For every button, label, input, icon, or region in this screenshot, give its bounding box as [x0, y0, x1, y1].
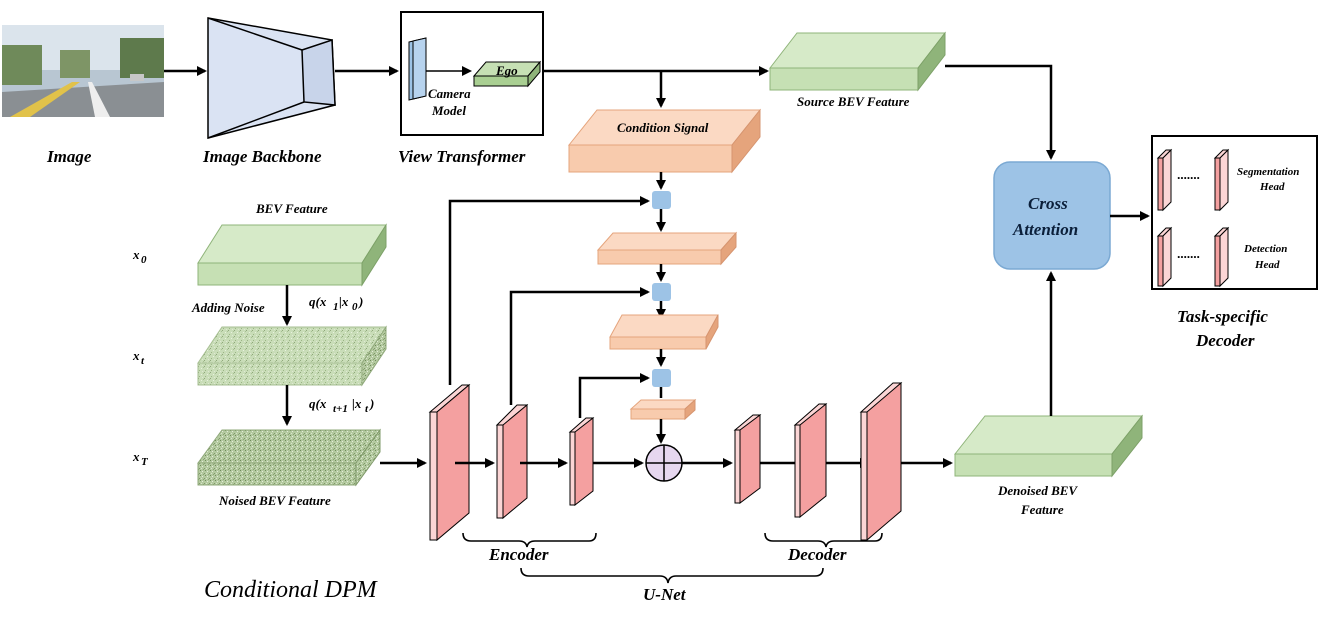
denoised-bev-feature-block — [953, 414, 1144, 478]
segmentation-dots: ······· — [1177, 170, 1200, 185]
unet-label: U-Net — [643, 585, 687, 604]
svg-text:t: t — [365, 403, 369, 415]
detection-head-label-line1: Detection — [1243, 243, 1287, 255]
conditional-dpm-title: Conditional DPM — [204, 577, 379, 603]
svg-text:t: t — [141, 355, 145, 367]
condition-layer-4 — [629, 398, 697, 421]
task-specific-decoder-label-line1: Task-specific — [1177, 307, 1268, 326]
x0-label: x 0 — [132, 247, 147, 266]
cross-attention-block — [993, 161, 1111, 270]
noised-bev-feature-label: Noised BEV Feature — [218, 493, 331, 508]
decoder-layer-2 — [793, 402, 828, 519]
bev-feature-x0-block — [197, 223, 387, 287]
task-specific-decoder-box: ······· Segmentation Head ······· Detect… — [1151, 135, 1318, 290]
decoder-brace — [764, 532, 883, 548]
ego-label: Ego — [495, 63, 518, 78]
svg-text:q(x: q(x — [309, 294, 327, 309]
bev-feature-xt-block — [197, 325, 387, 387]
image-backbone-label: Image Backbone — [202, 147, 322, 166]
camera-model-label-line2: Model — [431, 103, 466, 118]
detection-dots: ······· — [1177, 249, 1200, 264]
noised-bev-feature-block — [197, 428, 381, 487]
svg-text:0: 0 — [141, 254, 147, 266]
input-image — [2, 25, 164, 117]
detection-head-layers — [1156, 226, 1230, 288]
encoder-layer-1 — [428, 383, 471, 542]
view-transformer-label: View Transformer — [398, 147, 526, 166]
source-bev-feature-block — [768, 31, 947, 92]
encoder-brace — [462, 532, 597, 548]
cross-attention-label-line1: Cross — [1028, 194, 1068, 213]
segmentation-head-layers — [1156, 148, 1230, 212]
denoised-bev-feature-label-line2: Feature — [1020, 502, 1064, 517]
decoder-label: Decoder — [787, 545, 847, 564]
camera-model-block — [408, 37, 427, 101]
svg-text:x: x — [132, 449, 140, 464]
cross-attention-label-line2: Attention — [1012, 220, 1078, 239]
image-backbone-block — [207, 17, 336, 139]
view-transformer-box: Ego Camera Model — [400, 11, 544, 136]
condition-layer-2 — [596, 231, 738, 266]
condition-signal-block — [567, 108, 762, 174]
q-xt1-given-xt-label: q(x t+1 |x t ) — [309, 396, 374, 415]
camera-model-label-line1: Camera — [428, 86, 471, 101]
condition-signal-label: Condition Signal — [617, 120, 709, 135]
segmentation-head-label-line2: Head — [1259, 181, 1285, 193]
unet-brace — [520, 567, 824, 584]
svg-text:|x: |x — [352, 396, 362, 411]
segmentation-head-label-line1: Segmentation — [1237, 166, 1299, 178]
xt-label: x t — [132, 348, 145, 367]
svg-text:1: 1 — [333, 301, 339, 313]
source-bev-feature-label: Source BEV Feature — [797, 94, 910, 109]
xT-label: x T — [132, 449, 149, 468]
encoder-layer-2 — [495, 403, 529, 520]
svg-text:x: x — [132, 348, 140, 363]
svg-text:0: 0 — [352, 301, 358, 313]
task-specific-decoder-label-line2: Decoder — [1195, 331, 1255, 350]
q-x1-given-x0-label: q(x 1 |x 0 ) — [309, 294, 363, 313]
svg-text:|x: |x — [339, 294, 349, 309]
detection-head-label-line2: Head — [1254, 259, 1280, 271]
decoder-layer-3 — [859, 381, 903, 542]
bev-feature-label: BEV Feature — [255, 201, 328, 216]
condition-layer-3 — [609, 314, 719, 350]
sum-node — [645, 444, 683, 482]
svg-text:x: x — [132, 247, 140, 262]
fusion-node-1 — [652, 191, 671, 209]
denoised-bev-feature-label-line1: Denoised BEV — [997, 483, 1078, 498]
fusion-node-3 — [652, 369, 671, 387]
ego-bev-block — [472, 60, 542, 88]
image-label: Image — [46, 147, 92, 166]
encoder-layer-3 — [568, 416, 595, 507]
fusion-node-2 — [652, 283, 671, 301]
adding-noise-label: Adding Noise — [191, 300, 265, 315]
svg-text:): ) — [369, 396, 374, 411]
svg-text:T: T — [141, 456, 149, 468]
decoder-layer-1 — [733, 414, 762, 504]
svg-text:): ) — [358, 294, 363, 309]
svg-text:t+1: t+1 — [333, 403, 348, 415]
svg-text:q(x: q(x — [309, 396, 327, 411]
encoder-label: Encoder — [488, 545, 549, 564]
